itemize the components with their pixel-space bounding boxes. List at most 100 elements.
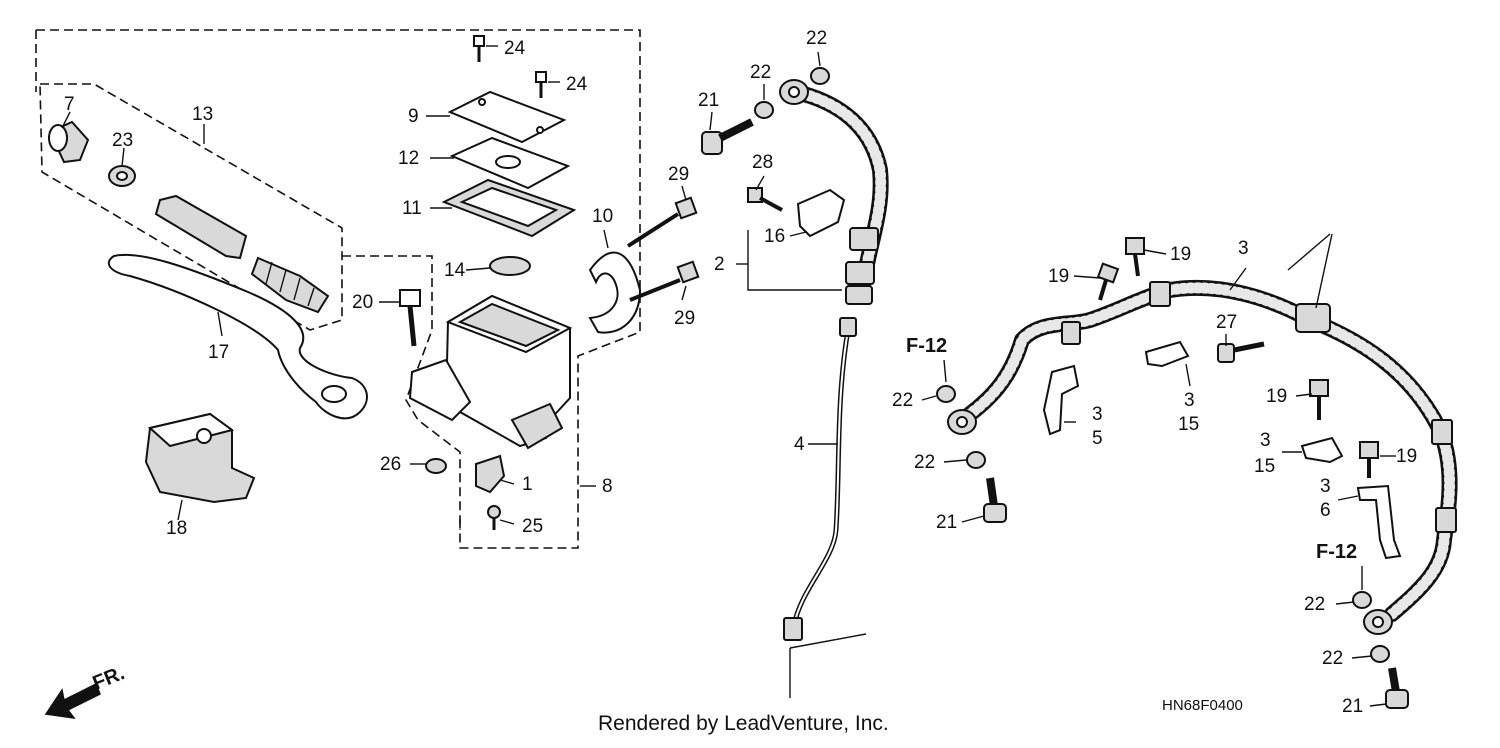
part-12-hole (495, 155, 521, 169)
f12-reference-left: F-12 (906, 335, 947, 357)
part-21-bolt-left (983, 477, 1007, 523)
callout-18: 18 (166, 518, 187, 539)
master-cylinder-body (408, 294, 573, 450)
part-29-bolt-a (626, 196, 698, 248)
part-5-clip (1042, 364, 1080, 436)
callout-19-d: 19 (1396, 446, 1417, 467)
callout-29-b: 29 (674, 308, 695, 329)
callout-6: 6 (1320, 500, 1331, 521)
hose-3-group (947, 279, 1458, 635)
part-22-washer-right-a (1352, 591, 1372, 609)
callout-14: 14 (444, 260, 466, 281)
callout-22-left-b: 22 (914, 452, 935, 473)
part-22-washer-top-b (810, 67, 830, 85)
callout-7: 7 (64, 94, 75, 115)
callout-3-clip15-upper: 3 (1184, 390, 1195, 411)
part-19-bolt-d (1359, 441, 1379, 478)
part-13-piston-set (154, 194, 330, 314)
part-9-hole-a (478, 98, 486, 106)
callout-20: 20 (352, 292, 373, 313)
part-24-screw-a (473, 35, 485, 62)
callout-3-bracket6: 3 (1320, 476, 1331, 497)
callout-1: 1 (522, 474, 533, 495)
callout-2: 2 (714, 254, 725, 275)
callout-9: 9 (408, 106, 419, 127)
callout-13: 13 (192, 104, 213, 125)
part-23-nut (108, 165, 136, 187)
assembly-13-outline (39, 83, 343, 331)
callout-16: 16 (764, 226, 785, 247)
assembly-8-inner-outline (342, 255, 461, 530)
front-direction-label: FR. (90, 662, 128, 694)
part-16-clamp (796, 188, 846, 238)
callout-21-right: 21 (1342, 696, 1363, 717)
front-direction-arrow-icon (44, 682, 101, 719)
callout-5: 5 (1092, 428, 1103, 449)
callout-3-top: 3 (1238, 238, 1249, 259)
part-17-pivot (321, 385, 347, 403)
callout-22-left-a: 22 (892, 390, 913, 411)
callout-23: 23 (112, 130, 133, 151)
callout-22-top-b: 22 (806, 28, 827, 49)
part-27-bolt (1217, 341, 1265, 363)
render-credit: Rendered by LeadVenture, Inc. (598, 712, 889, 735)
callout-25: 25 (522, 516, 543, 537)
part-17-lever (107, 253, 368, 420)
part-19-bolt-c (1309, 379, 1329, 420)
callout-19-a: 19 (1048, 266, 1069, 287)
part-15-clip-upper (1144, 340, 1190, 368)
part-22-washer-left-b (966, 451, 986, 469)
callout-15-upper: 15 (1178, 414, 1199, 435)
part-11-inner (459, 186, 559, 228)
callout-11: 11 (402, 198, 422, 219)
part-25-screw (487, 505, 501, 530)
callout-labels: 7 23 13 17 18 24 24 9 12 11 14 20 10 29 … (64, 28, 1417, 717)
part-9-cover (447, 90, 567, 144)
part-28-bolt (747, 187, 783, 212)
hose-2-group (779, 79, 889, 305)
callout-24-b: 24 (566, 74, 588, 95)
part-4-pipe (783, 317, 857, 641)
f12-reference-right: F-12 (1316, 541, 1357, 563)
part-15-clip-lower (1300, 436, 1344, 464)
part-24-screw-b (535, 71, 547, 98)
callout-4: 4 (794, 434, 805, 455)
callout-24-a: 24 (504, 38, 526, 59)
part-22-washer-right-b (1370, 645, 1390, 663)
callout-27: 27 (1216, 312, 1237, 333)
part-26-washer (425, 458, 447, 474)
leader-lines (61, 45, 1396, 707)
callout-22-right-a: 22 (1304, 594, 1325, 615)
callout-17: 17 (208, 342, 229, 363)
diagram-code: HN68F0400 (1162, 697, 1243, 714)
part-19-bolt-b (1125, 237, 1145, 277)
part-9-hole-b (536, 126, 544, 134)
part-29-bolt-b (629, 260, 700, 302)
callout-3-clip15-lower: 3 (1260, 430, 1271, 451)
callout-19-b: 19 (1170, 244, 1191, 265)
part-6-bracket (1356, 484, 1402, 560)
callout-21-top: 21 (698, 90, 719, 111)
part-10-holder (588, 251, 642, 334)
callout-3-clip5: 3 (1092, 404, 1103, 425)
part-22-washer-left-a (936, 385, 956, 403)
callout-28: 28 (752, 152, 773, 173)
assembly-8-outline (36, 29, 641, 549)
callout-22-top-a: 22 (750, 62, 771, 83)
callout-26: 26 (380, 454, 401, 475)
part-1-switch (475, 454, 506, 494)
part-21-bolt-right (1385, 667, 1409, 709)
callout-21-left: 21 (936, 512, 957, 533)
part-22-washer-top-a (754, 101, 774, 119)
callout-12: 12 (398, 148, 419, 169)
callout-15-lower: 15 (1254, 456, 1275, 477)
callout-19-c: 19 (1266, 386, 1287, 407)
callout-8: 8 (602, 476, 613, 497)
callout-22-right-b: 22 (1322, 648, 1343, 669)
part-14-float (489, 256, 531, 276)
part-7-cap (48, 120, 90, 164)
part-19-bolt-a (1096, 262, 1120, 301)
callout-10: 10 (592, 206, 613, 227)
callout-29-a: 29 (668, 164, 689, 185)
